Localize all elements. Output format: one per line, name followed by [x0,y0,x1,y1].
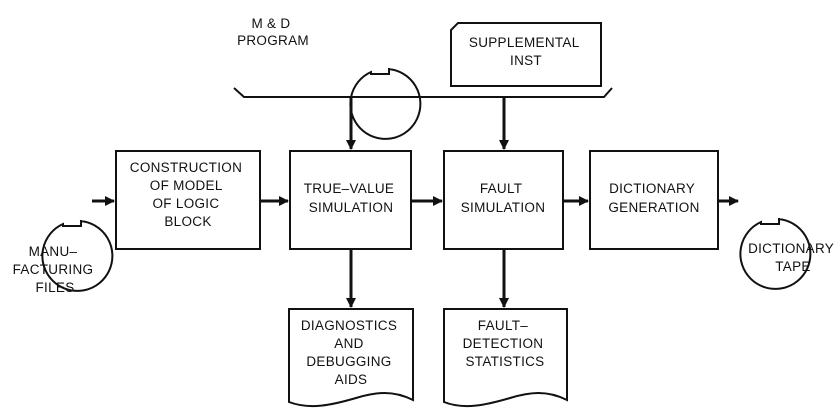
diagnostics-document [288,308,414,408]
supplemental-inst-label: SUPPLEMENTAL INST [469,35,583,68]
dictionary-generation-box [589,150,719,250]
manufacturing-files-label: MANU– FACTURING FILES [13,244,98,295]
true-value-simulation-label: TRUE–VALUE SIMULATION [304,181,399,215]
dictionary-tape-label: DICTIONARY TAPE [748,241,838,274]
fault-simulation-label: FAULT SIMULATION [461,181,546,215]
fault-detection-statistics-document [443,308,568,408]
fault-detection-statistics-label: FAULT– DETECTION STATISTICS [463,318,548,369]
diagnostics-label: DIAGNOSTICS AND DEBUGGING AIDS [301,318,401,387]
fault-simulation-box [443,150,564,250]
input-bracket [233,87,613,98]
md-program-tape [349,68,422,140]
md-program-label: M & D PROGRAM [237,16,309,48]
tape-reel-icon [349,68,422,140]
supplemental-inst-card [450,22,602,87]
tape-reel-icon [41,220,114,292]
manufacturing-files-tape [41,220,114,292]
construction-label: CONSTRUCTION OF MODEL OF LOGIC BLOCK [130,160,246,229]
dictionary-generation-label: DICTIONARY GENERATION [608,181,699,215]
tape-reel-icon [739,218,812,290]
dictionary-tape [739,218,812,290]
